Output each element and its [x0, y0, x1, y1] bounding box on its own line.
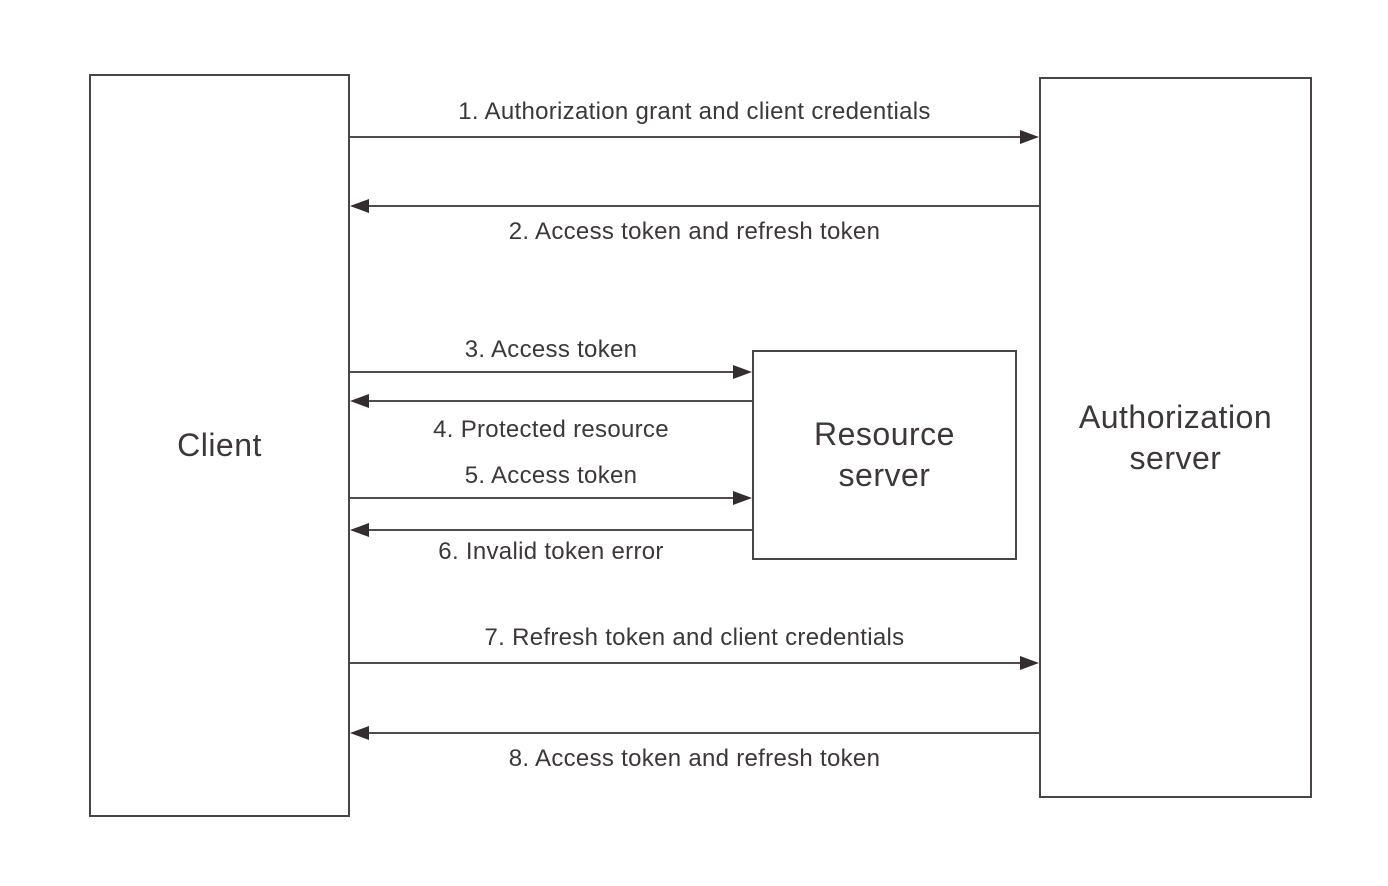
arrowhead-right-icon	[1020, 656, 1039, 670]
arrowhead-left-icon	[350, 726, 369, 740]
box-resource-server: Resource server	[752, 350, 1017, 560]
arrow-label-step-5: 5. Access token	[464, 462, 638, 489]
arrow-label-step-2: 2. Access token and refresh token	[508, 218, 881, 245]
arrow-label-step-6: 6. Invalid token error	[438, 538, 664, 565]
arrowhead-left-icon	[350, 523, 369, 537]
arrow-line-step-2	[366, 205, 1039, 207]
arrow-line-step-6	[366, 529, 752, 531]
box-client: Client	[89, 74, 350, 817]
box-authorization-server-label: Authorization server	[1078, 398, 1273, 476]
box-resource-server-label: Resource server	[814, 416, 955, 493]
arrowhead-left-icon	[350, 199, 369, 213]
arrow-line-step-8	[366, 732, 1039, 734]
arrowhead-left-icon	[350, 394, 369, 408]
arrow-line-step-1	[350, 136, 1023, 138]
arrow-label-step-7: 7. Refresh token and client credentials	[484, 624, 905, 651]
arrow-line-step-4	[366, 400, 752, 402]
arrowhead-right-icon	[1020, 130, 1039, 144]
arrow-label-step-3: 3. Access token	[464, 336, 638, 363]
arrow-label-step-4: 4. Protected resource	[433, 416, 669, 443]
arrowhead-right-icon	[733, 365, 752, 379]
box-client-label: Client	[177, 427, 262, 464]
arrow-label-step-8: 8. Access token and refresh token	[508, 745, 881, 772]
arrow-line-step-7	[350, 662, 1023, 664]
arrow-line-step-3	[350, 371, 736, 373]
arrow-line-step-5	[350, 497, 736, 499]
arrowhead-right-icon	[733, 491, 752, 505]
box-authorization-server: Authorization server	[1039, 77, 1312, 798]
arrow-label-step-1: 1. Authorization grant and client creden…	[458, 98, 931, 125]
